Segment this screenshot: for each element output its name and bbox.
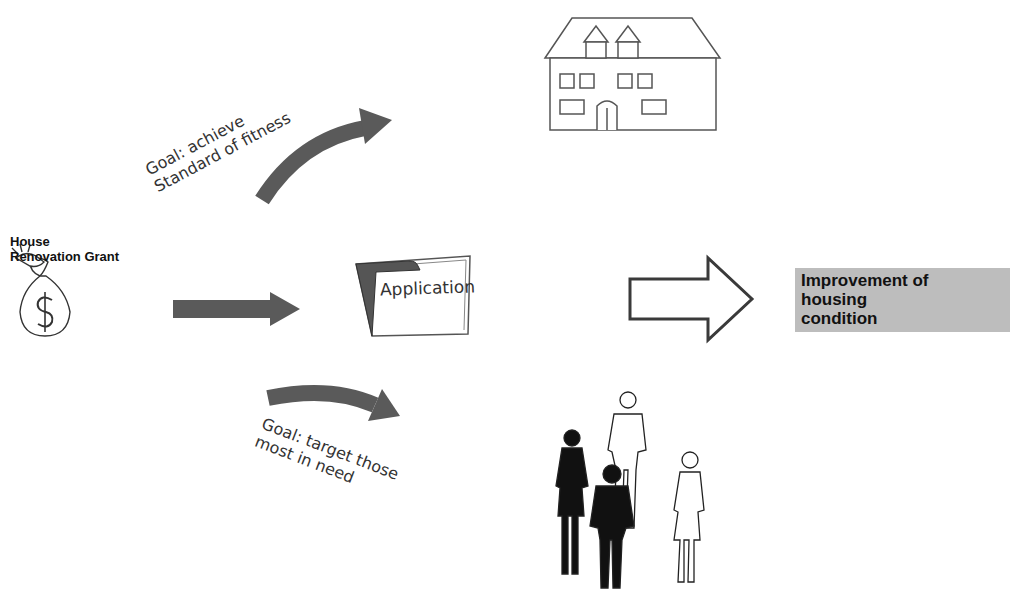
- outcome-box: Improvement of housing condition: [795, 268, 1010, 332]
- node-text: House Renovation Grant: [10, 234, 122, 264]
- house-illustration: [545, 18, 720, 130]
- grant-node: House Renovation Grant: [8, 232, 173, 337]
- node-text: Improvement of housing condition: [801, 271, 929, 328]
- application-folder: Application: [352, 252, 474, 340]
- node-text: Application: [380, 276, 473, 299]
- goal-arrow-bottom: [268, 389, 400, 421]
- flow-arrow: [173, 292, 300, 326]
- hollow-arrow: [630, 258, 752, 340]
- goal-label: Goal: target those most in need: [252, 414, 406, 503]
- people-illustration: [556, 392, 704, 588]
